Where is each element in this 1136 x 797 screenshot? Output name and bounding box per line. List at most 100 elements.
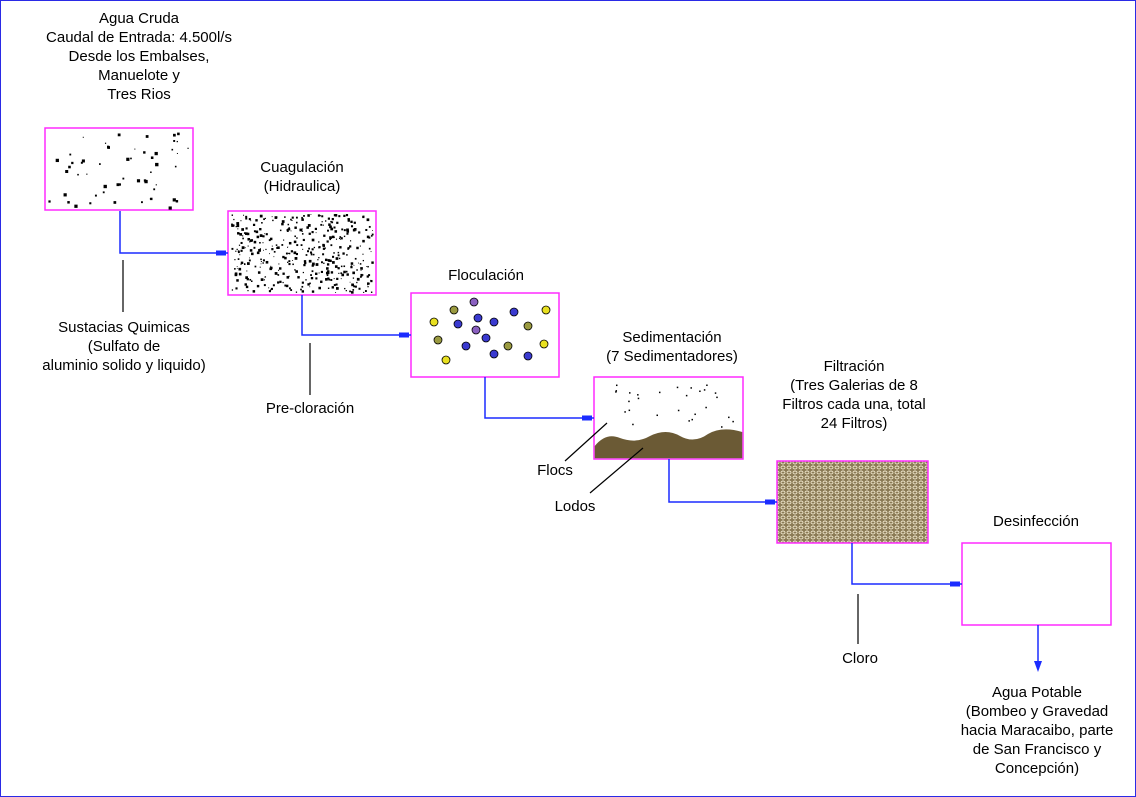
- coagulant-dot: [328, 279, 330, 281]
- coagulant-dot: [287, 276, 290, 279]
- settling-floc: [699, 391, 701, 393]
- coagulant-dot: [329, 239, 331, 241]
- coagulant-dot: [336, 222, 338, 224]
- settling-floc: [694, 414, 696, 416]
- coagulant-dot: [339, 258, 340, 259]
- coagulant-dot: [327, 263, 329, 265]
- coagulant-dot: [336, 239, 337, 240]
- coagulant-dot: [292, 217, 294, 219]
- filtration-detail-line: 24 Filtros): [768, 414, 940, 433]
- coagulant-dot: [320, 281, 322, 283]
- coagulant-dot: [231, 248, 233, 250]
- coagulant-dot: [347, 247, 348, 248]
- coagulant-dot: [316, 232, 317, 233]
- settling-floc: [615, 391, 617, 393]
- coagulant-dot: [355, 258, 357, 260]
- coagulant-dot: [328, 259, 330, 261]
- floc-particle: [540, 340, 548, 348]
- coagulant-dot: [290, 289, 292, 291]
- coagulant-dot: [257, 236, 260, 239]
- coagulant-dot: [240, 220, 241, 221]
- coagulant-dot: [241, 228, 244, 231]
- coagulant-dot: [322, 244, 324, 246]
- coagulant-dot: [245, 232, 248, 235]
- coagulant-dot: [296, 222, 298, 224]
- coagulant-dot: [315, 228, 317, 230]
- coagulant-dot: [235, 287, 237, 289]
- coagulant-dot: [278, 263, 279, 264]
- coagulant-dot: [334, 214, 336, 216]
- coagulant-dot: [289, 242, 292, 245]
- floc-particle: [524, 352, 532, 360]
- sedimentation-subtitle: (7 Sedimentadores): [582, 347, 762, 366]
- floc-particle: [542, 306, 550, 314]
- coagulant-dot: [334, 230, 337, 233]
- coagulant-dot: [234, 268, 236, 270]
- coagulant-dot: [276, 216, 277, 217]
- speck-mark: [81, 162, 83, 164]
- coagulant-dot: [350, 221, 352, 223]
- speck-mark: [143, 151, 145, 153]
- coagulant-dot: [284, 285, 286, 287]
- coagulant-dot: [344, 288, 345, 289]
- coagulant-dot: [297, 276, 299, 278]
- coagulant-dot: [266, 233, 268, 235]
- disinfection-box: [962, 543, 1111, 625]
- coagulant-dot: [248, 246, 249, 247]
- coagulant-dot: [294, 269, 295, 270]
- coagulant-dot: [262, 263, 263, 264]
- coagulant-dot: [272, 216, 273, 217]
- speck-mark: [67, 201, 69, 203]
- coagulant-dot: [318, 241, 319, 242]
- coagulant-dot: [306, 254, 308, 256]
- flow-flocculation-to-sedimentation: [485, 377, 594, 418]
- coagulant-dot: [302, 231, 303, 232]
- settling-floc: [732, 421, 734, 423]
- speck-mark: [187, 148, 188, 149]
- coagulant-dot: [247, 262, 250, 265]
- coagulant-dot: [239, 245, 240, 246]
- coagulant-dot: [338, 273, 339, 274]
- speck-mark: [155, 163, 158, 166]
- chlorine-label: Cloro: [820, 649, 900, 668]
- coagulant-dot: [273, 284, 275, 286]
- coagulant-dot: [301, 217, 303, 219]
- coagulant-dot: [338, 252, 339, 253]
- sedimentation-title: Sedimentación: [582, 328, 762, 347]
- coagulant-dot: [254, 230, 256, 232]
- coagulant-dot: [258, 249, 261, 252]
- settling-floc: [616, 385, 618, 387]
- coagulant-dot: [327, 240, 329, 242]
- coagulant-dot: [260, 259, 262, 261]
- speck-mark: [141, 201, 143, 203]
- coagulant-dot: [368, 237, 370, 239]
- coagulant-dot: [295, 257, 298, 260]
- speck-mark: [77, 174, 79, 176]
- coagulant-dot: [279, 281, 281, 283]
- settling-floc: [721, 426, 723, 428]
- coagulant-dot: [358, 263, 359, 264]
- coagulant-dot: [343, 215, 345, 217]
- coagulant-dot: [315, 273, 317, 275]
- coagulant-dot: [312, 290, 314, 292]
- coagulant-dot: [314, 247, 315, 248]
- coagulant-dot: [327, 270, 329, 272]
- floc-particle: [470, 298, 478, 306]
- coagulant-dot: [291, 220, 292, 221]
- coagulant-dot: [287, 262, 288, 263]
- coagulant-dot: [289, 253, 290, 254]
- coagulant-dot: [327, 274, 329, 276]
- coagulant-dot: [312, 270, 314, 272]
- settling-floc: [632, 424, 634, 426]
- coagulant-dot: [351, 262, 354, 265]
- coagulant-dot: [361, 270, 362, 271]
- coagulant-dot: [336, 287, 339, 290]
- flow-raw-to-coagulation: [120, 211, 228, 253]
- coagulant-dot: [292, 260, 293, 261]
- coagulant-dot: [367, 286, 368, 287]
- coagulant-dot: [323, 248, 325, 250]
- coagulant-dot: [325, 278, 328, 281]
- coagulant-dot: [371, 261, 373, 263]
- coagulant-dot: [283, 239, 284, 240]
- coagulant-dot: [355, 286, 357, 288]
